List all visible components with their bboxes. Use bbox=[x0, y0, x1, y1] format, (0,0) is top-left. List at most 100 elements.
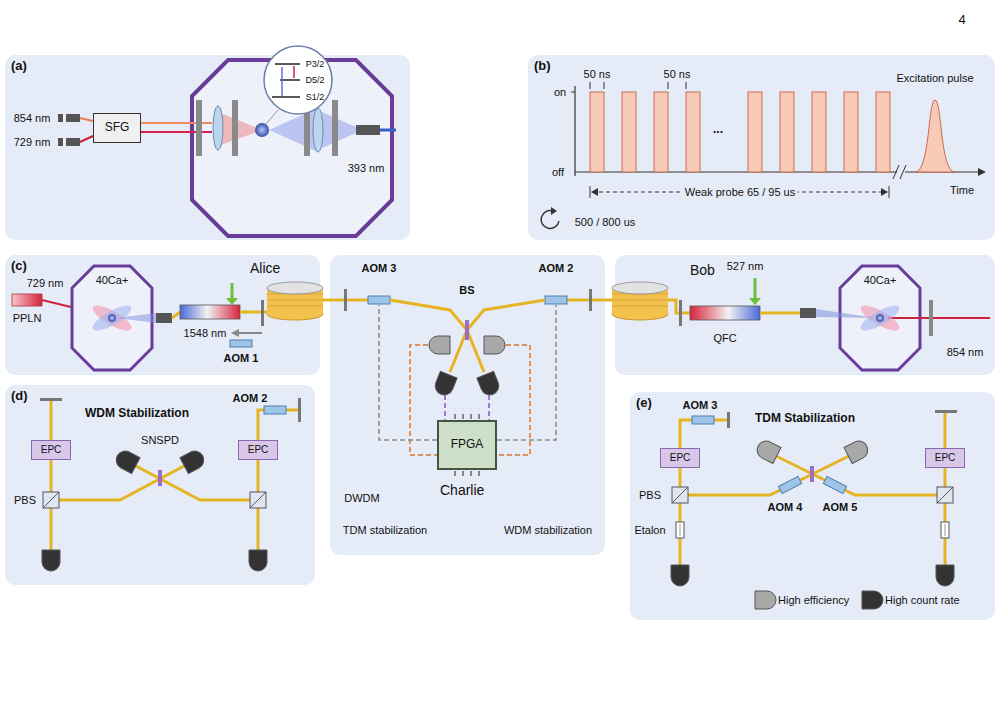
annotation-label: AOM 2 bbox=[233, 392, 268, 405]
pulse-sequence-part bbox=[571, 92, 575, 93]
pulse-sequence-part-part bbox=[590, 92, 604, 172]
box-label: EPC bbox=[670, 452, 691, 464]
panel: (e)TDM StabilizationEPCEPC bbox=[630, 392, 995, 620]
tdm-stabilization-optics-part bbox=[672, 487, 688, 503]
annotation-label: AOM 5 bbox=[823, 501, 858, 514]
annotation-label: 854 nm bbox=[14, 112, 51, 125]
panel-a-optics-part bbox=[332, 100, 338, 156]
epc-box: EPC bbox=[925, 448, 965, 468]
annotation-label: TDM stabilization bbox=[343, 524, 427, 537]
annotation-label: AOM 2 bbox=[539, 262, 574, 275]
annotation-label: 50 ns bbox=[584, 68, 611, 81]
box-label: EPC bbox=[248, 444, 269, 456]
tdm-stabilization-optics-part bbox=[844, 438, 871, 464]
pulse-sequence-part bbox=[591, 188, 598, 196]
pulse-sequence-part-part bbox=[748, 92, 762, 172]
panel-a-optics bbox=[58, 46, 396, 236]
charlie-node-part bbox=[589, 289, 592, 311]
wdm-stabilization-optics-part bbox=[113, 448, 140, 474]
wdm-stabilization-optics-part-part bbox=[258, 410, 264, 440]
tdm-stabilization-optics-part bbox=[680, 413, 945, 565]
wdm-stabilization-optics-part bbox=[298, 398, 301, 422]
panel-a-optics-part bbox=[255, 123, 269, 137]
box-label: EPC bbox=[935, 452, 956, 464]
charlie-node-part bbox=[567, 299, 589, 302]
charlie-node-part-part bbox=[488, 395, 490, 420]
alice-node-part-part bbox=[267, 300, 323, 301]
pulse-sequence-part-part bbox=[686, 82, 687, 89]
tdm-stabilization-optics-part-part bbox=[714, 419, 727, 422]
annotation-label: 40Ca+ bbox=[96, 274, 129, 287]
fpga-chip: FPGA bbox=[437, 420, 497, 470]
annotation-label: QFC bbox=[713, 332, 736, 345]
alice-node-part bbox=[231, 283, 234, 299]
wdm-stabilization-optics-part bbox=[43, 492, 59, 508]
wdm-stabilization-optics-part bbox=[250, 492, 266, 508]
box-label: EPC bbox=[41, 444, 62, 456]
tdm-stabilization-optics-part bbox=[680, 524, 681, 536]
pulse-sequence-part-part bbox=[654, 92, 668, 172]
epc-box: EPC bbox=[238, 440, 278, 460]
bob-node-part-part bbox=[612, 306, 668, 307]
tdm-stabilization-optics-part bbox=[937, 487, 953, 503]
pulse-sequence-part bbox=[551, 207, 557, 215]
annotation-label: AOM 1 bbox=[224, 352, 259, 365]
charlie-node-part-part bbox=[462, 414, 464, 419]
pulse-sequence-part bbox=[574, 86, 575, 176]
legend-text: High count rate bbox=[885, 594, 960, 607]
panel-a-optics-part bbox=[380, 129, 396, 132]
bob-node-part bbox=[857, 301, 902, 335]
pulse-sequence-part-part bbox=[604, 82, 605, 89]
panel-title: TDM Stabilization bbox=[755, 412, 855, 426]
box-label: SFG bbox=[105, 121, 130, 135]
annotation-label: 729 nm bbox=[27, 277, 64, 290]
wdm-stabilization-optics-part bbox=[264, 406, 286, 414]
tdm-stabilization-optics-part-part bbox=[679, 538, 682, 565]
panel-a-optics-part bbox=[63, 138, 66, 146]
annotation-label: 50 ns bbox=[664, 68, 691, 81]
charlie-node-part-part bbox=[444, 395, 446, 420]
alice-node bbox=[12, 266, 345, 370]
panel-a-optics-part bbox=[281, 67, 283, 96]
pulse-sequence-part bbox=[590, 92, 955, 172]
annotation-label: WDM stabilization bbox=[504, 524, 592, 537]
alice-node-part-part bbox=[267, 306, 323, 307]
alice-node-part bbox=[180, 305, 240, 319]
annotation-label: SNSPD bbox=[141, 434, 179, 447]
annotation-label: 4 bbox=[958, 13, 965, 28]
tdm-stabilization-optics-part bbox=[941, 522, 949, 538]
wdm-stabilization-optics-part-part bbox=[50, 508, 53, 550]
sfg-box: SFG bbox=[93, 113, 141, 143]
panel-label: (d) bbox=[11, 389, 28, 404]
wdm-stabilization-optics-part bbox=[43, 492, 59, 508]
alice-node-part bbox=[108, 314, 116, 322]
annotation-label: PBS bbox=[14, 494, 36, 507]
pulse-sequence-part-part bbox=[844, 92, 858, 172]
tdm-stabilization-optics-part bbox=[936, 565, 954, 586]
bob-node-part bbox=[679, 300, 682, 326]
alice-node-part bbox=[12, 294, 42, 306]
bob-node-part bbox=[690, 306, 760, 320]
charlie-node-part bbox=[368, 296, 390, 304]
charlie-node-part bbox=[484, 336, 505, 354]
charlie-node-part-part bbox=[478, 471, 480, 476]
tdm-stabilization-optics-part bbox=[937, 487, 953, 503]
pulse-sequence-part-part bbox=[686, 92, 700, 172]
tdm-stabilization-optics-part-part bbox=[679, 503, 682, 522]
annotation-label: AOM 3 bbox=[362, 262, 397, 275]
tdm-stabilization-optics-part bbox=[810, 466, 814, 482]
wdm-stabilization-optics-part-part bbox=[257, 508, 260, 550]
wdm-stabilization-optics-part bbox=[180, 448, 207, 474]
box-label: FPGA bbox=[451, 438, 484, 452]
pulse-sequence-part-part bbox=[915, 100, 955, 172]
pulse-sequence-part bbox=[893, 165, 899, 179]
charlie-node-part-part bbox=[410, 345, 437, 455]
panel-a-optics-part bbox=[264, 46, 332, 114]
tdm-stabilization-optics-part bbox=[692, 416, 714, 424]
panel-a-optics-part bbox=[275, 63, 300, 65]
panel-a-optics-part bbox=[196, 100, 202, 156]
tdm-stabilization-optics-part bbox=[823, 476, 846, 493]
charlie-node-part bbox=[429, 336, 450, 354]
pulse-sequence-part bbox=[590, 186, 591, 198]
